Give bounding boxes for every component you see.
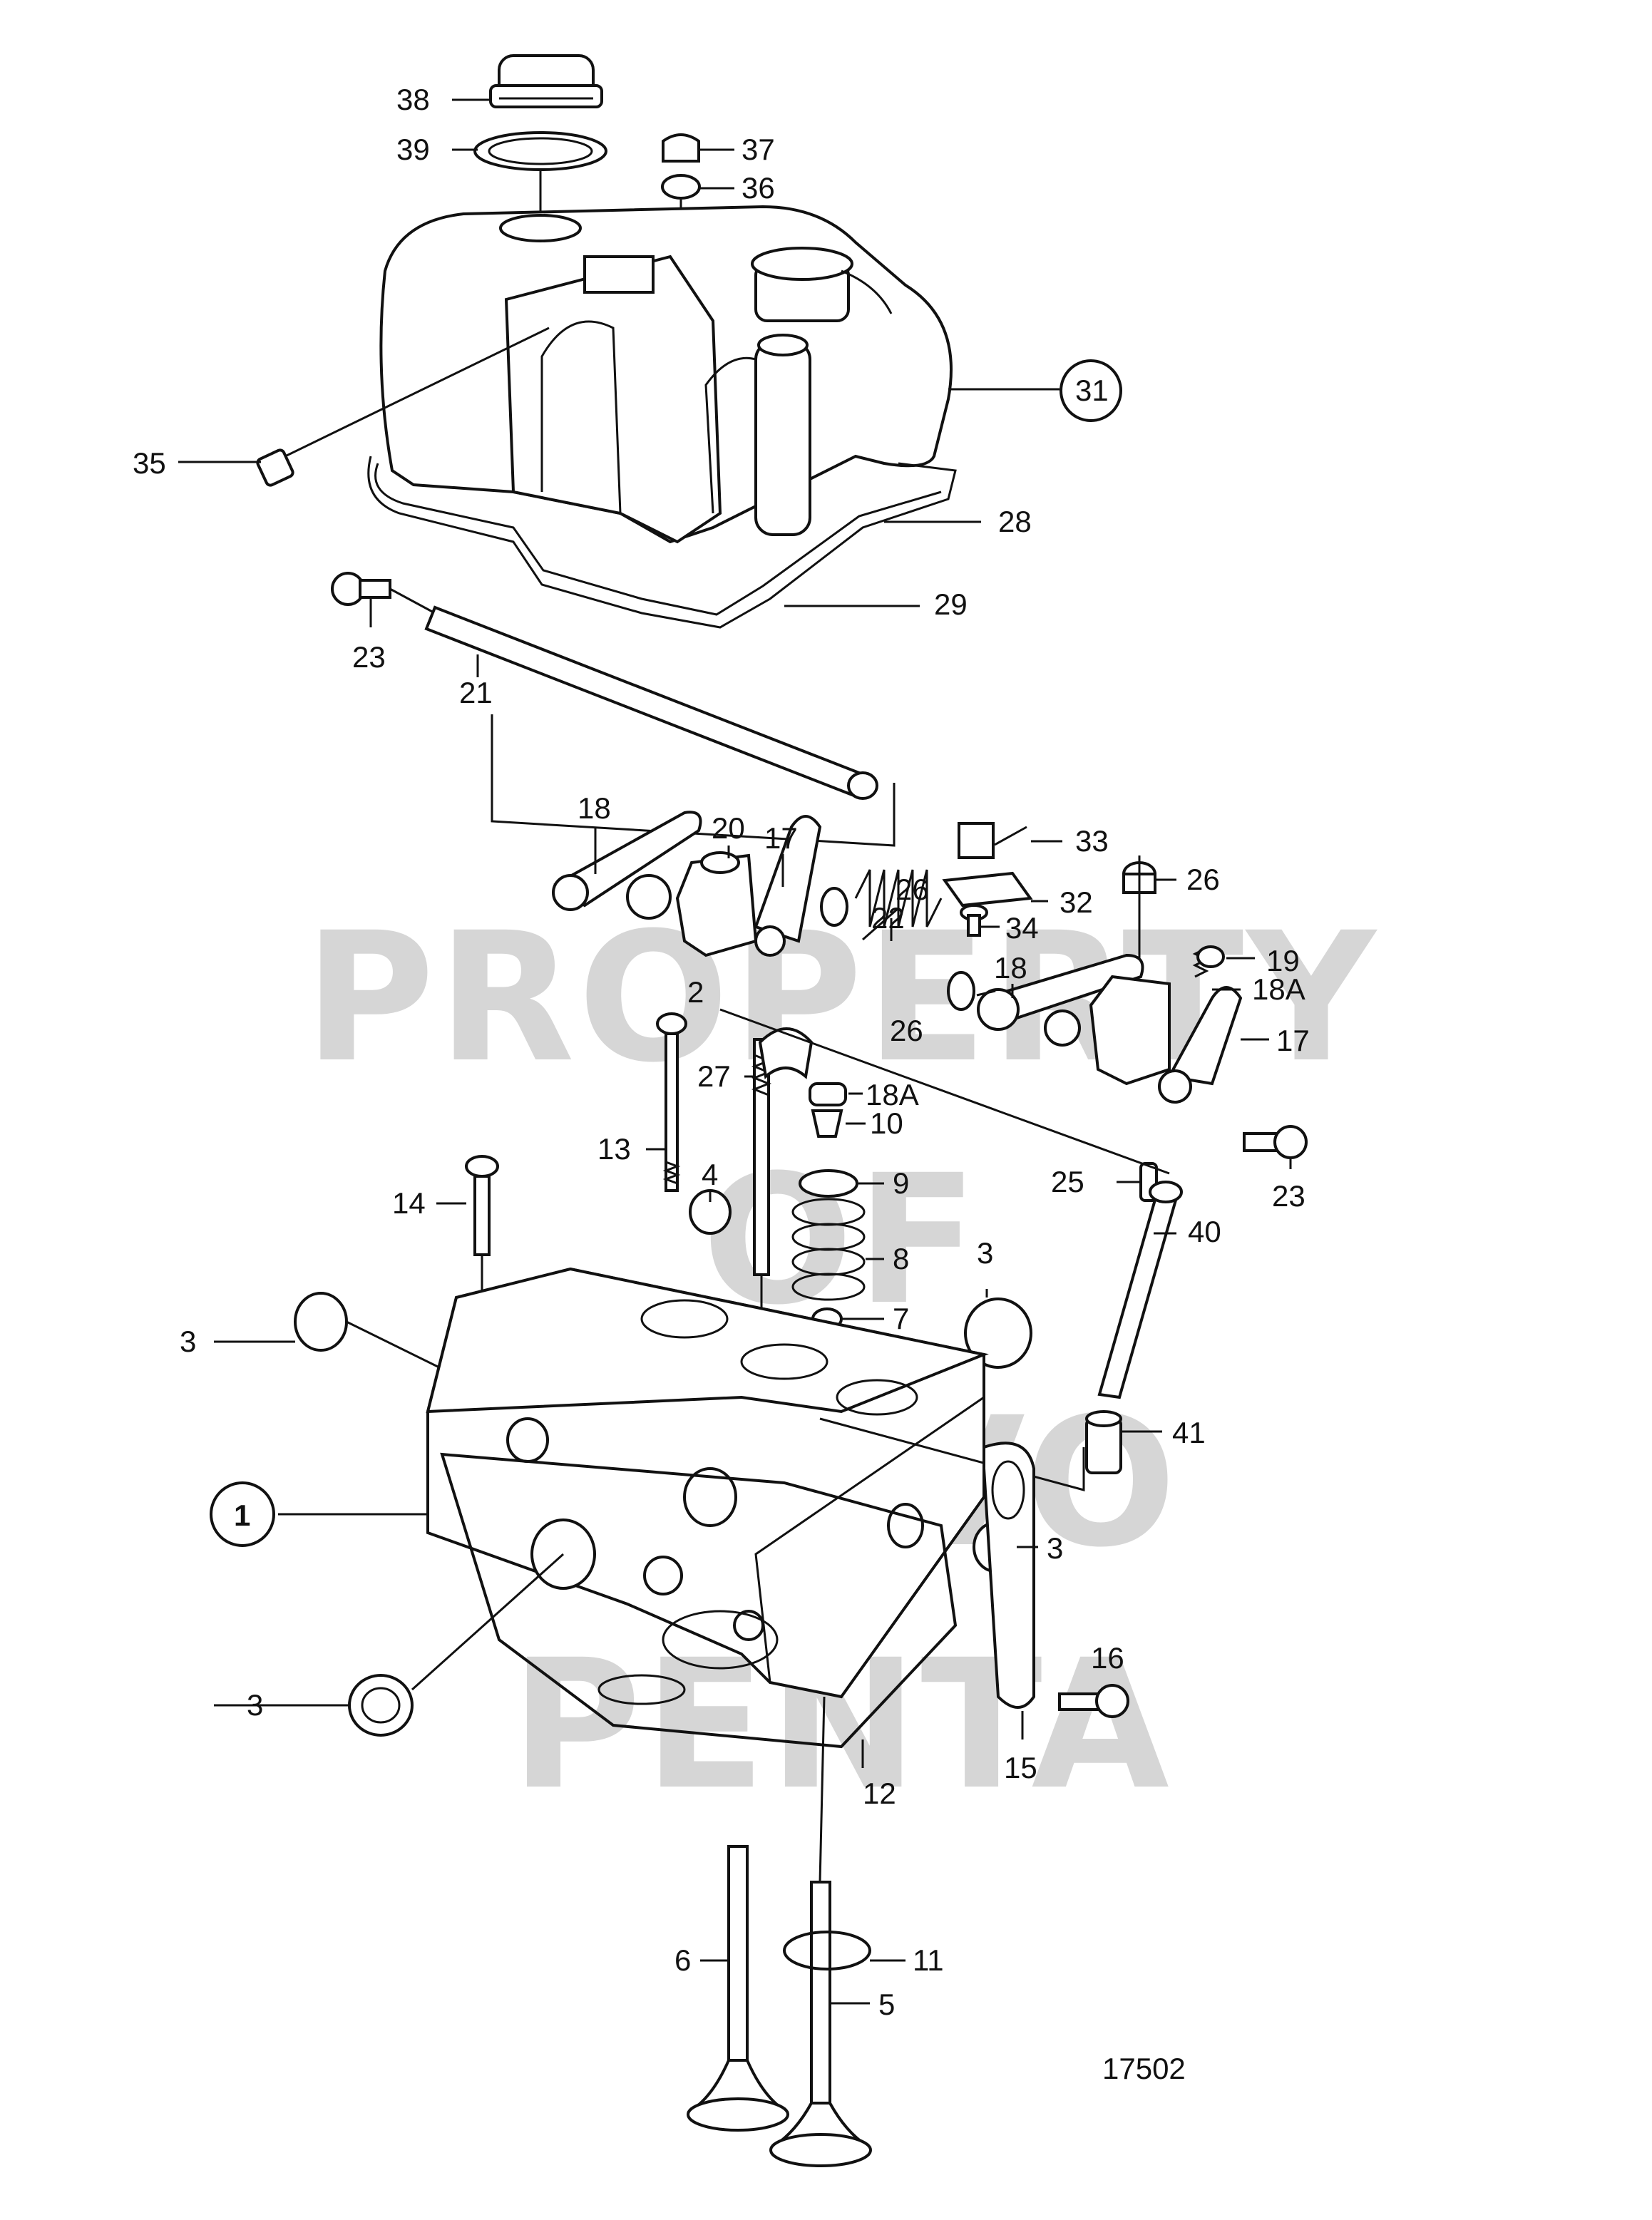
rocker-arm-17-right	[1158, 986, 1243, 1104]
callout-8: 8	[893, 1242, 909, 1275]
valve-cotters-10	[811, 1109, 843, 1138]
callout-27: 26	[1186, 863, 1220, 896]
valve-6	[687, 1845, 789, 2132]
callout-7: 7	[893, 1302, 909, 1335]
valve-spring-8	[791, 1198, 866, 1301]
valve-cover-gasket-inner	[367, 456, 957, 629]
callout-24-left: 23	[352, 640, 386, 674]
figure-number: 17502	[1102, 2052, 1186, 2085]
callout-41: 41	[1172, 1416, 1206, 1449]
plug-3-upper-right	[964, 1297, 1032, 1369]
callout-15: 15	[1004, 1751, 1037, 1784]
callout-17-left: 17	[764, 821, 798, 855]
valve-cover	[379, 205, 953, 544]
valve-cap-18a	[809, 1082, 847, 1106]
callout-13: 13	[597, 1132, 631, 1166]
callout-24-right: 23	[1272, 1179, 1305, 1213]
cover-plate-15	[983, 1442, 1035, 1709]
plug-3-lower-left	[348, 1674, 414, 1737]
valve-cover-gasket-outer	[374, 463, 942, 616]
rocker-arm-18-left	[552, 811, 702, 920]
oil-pipe-33	[958, 822, 1027, 859]
callout-3-upper-left: 3	[180, 1325, 196, 1358]
callout-12: 12	[863, 1777, 896, 1810]
pushrod-40	[1097, 1181, 1183, 1399]
oil-filler-cap	[489, 54, 603, 108]
callout-4: 4	[702, 1158, 718, 1191]
head-gasket-12	[440, 1452, 958, 1749]
callout-29: 28	[998, 505, 1032, 538]
callout-11: 11	[913, 1943, 944, 1977]
callout-3-right: 3	[1047, 1531, 1063, 1565]
callout-18-left: 18	[578, 791, 611, 825]
spacer-26-lower	[947, 971, 975, 1011]
callouts: 38 39 37 36 31 35 28 29 23 21 18 20 17 2…	[133, 83, 1310, 2085]
callout-38: 38	[396, 83, 430, 116]
callout-32: 32	[1060, 885, 1093, 919]
callout-31: 31	[1075, 374, 1109, 407]
bolt-13	[656, 1012, 687, 1192]
callout-10: 10	[870, 1106, 903, 1140]
watermark-line-1: PROPERTY OF	[304, 894, 1379, 1344]
callout-14: 14	[392, 1186, 426, 1220]
valve-seat-ring-11	[783, 1931, 871, 1970]
callout-35: 35	[133, 446, 166, 480]
callout-1: 1	[234, 1499, 250, 1532]
callout-21: 20	[712, 811, 745, 845]
callout-25: 25	[1051, 1165, 1084, 1198]
callout-20: 19	[1266, 944, 1300, 977]
callout-28: 27	[697, 1059, 731, 1093]
cover-washer	[661, 174, 701, 200]
callout-37: 37	[742, 133, 775, 166]
spring-retainer-9	[799, 1169, 858, 1198]
callout-6: 6	[674, 1943, 691, 1977]
callout-39: 39	[396, 133, 430, 166]
callout-26-lower: 26	[890, 1014, 923, 1047]
rocker-arm-17-left	[754, 815, 822, 957]
callout-36: 36	[742, 171, 775, 205]
callout-19: 18A	[1252, 972, 1305, 1006]
callout-3-lower-left: 3	[247, 1688, 263, 1722]
callout-18-right: 18	[994, 951, 1027, 985]
rocker-bracket-21	[675, 851, 758, 957]
callout-22: 21	[459, 676, 493, 709]
rocker-shaft	[424, 605, 878, 800]
callout-3-upper-right: 3	[977, 1236, 993, 1270]
lock-nut-20	[1196, 945, 1225, 968]
rotator-2	[758, 1027, 814, 1079]
rocker-bracket-right	[1089, 975, 1171, 1086]
rocker-arm-18-right	[977, 953, 1144, 1047]
callout-26-upper: 26	[896, 873, 929, 906]
callout-23: 22	[871, 901, 905, 935]
plug-3-upper-left	[294, 1292, 348, 1352]
callout-1-circle	[210, 1481, 275, 1547]
cylinder-head	[426, 1267, 989, 1699]
callout-34: 34	[1005, 911, 1039, 945]
callout-16: 16	[1091, 1641, 1124, 1675]
breather-plug	[256, 327, 550, 487]
bracket-32	[942, 871, 1033, 908]
spacer-26-upper	[820, 887, 848, 927]
cover-nut-cap	[662, 133, 700, 163]
callout-18a: 18A	[866, 1078, 919, 1111]
bolt-16	[1058, 1684, 1129, 1718]
screw-34	[960, 904, 988, 937]
callout-33: 33	[1075, 824, 1109, 858]
callout-2: 2	[687, 975, 704, 1009]
callout-30: 29	[934, 587, 968, 621]
callout-31-circle	[1060, 359, 1122, 422]
callout-40: 40	[1188, 1215, 1221, 1248]
tappet-41	[1085, 1410, 1122, 1474]
bolt-24-right	[1243, 1125, 1308, 1159]
valve-5	[769, 1881, 872, 2167]
callout-5: 5	[878, 1988, 895, 2021]
callout-17-right: 17	[1276, 1024, 1310, 1057]
rocker-spring-23	[854, 869, 943, 927]
callout-9: 9	[893, 1166, 909, 1200]
bolt-24-left	[331, 572, 391, 606]
